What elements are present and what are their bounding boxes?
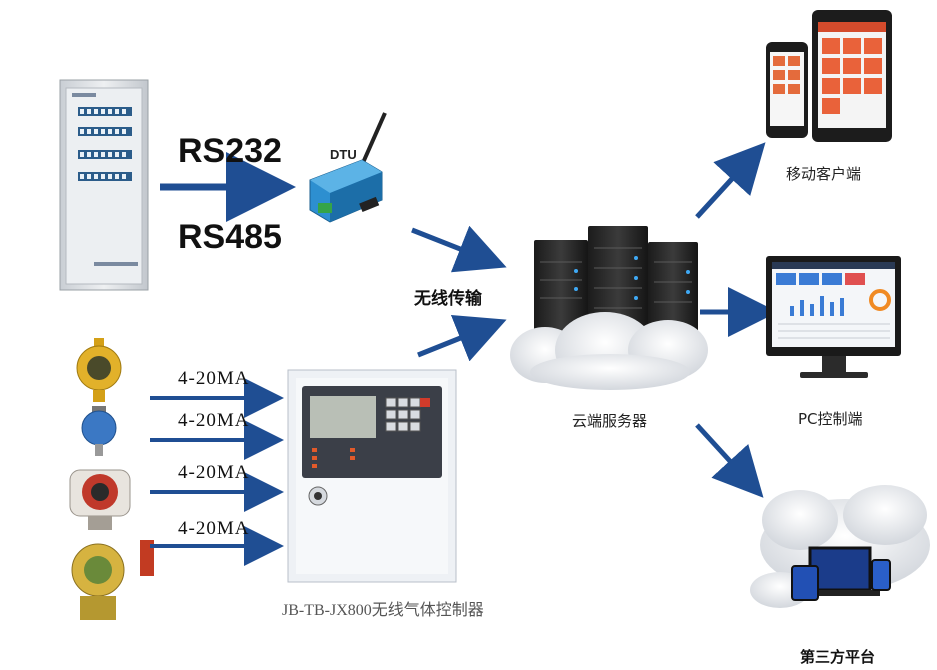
pc-client-label: PC控制端 [798,410,863,428]
third-party-label: 第三方平台 [800,648,876,666]
pc-monitor [766,256,901,378]
rs232-label: RS232 [178,132,282,170]
arrow-cloud-to-mobile [695,142,766,219]
rs485-label: RS485 [178,218,282,256]
arrow-cloud-to-third-party [695,423,764,498]
cabinet-panel [59,79,149,291]
signal-label-3: 4-20MA [178,462,250,483]
signal-label-2: 4-20MA [178,410,250,431]
arrow-controller-to-cloud [417,314,507,362]
gas-controller [287,369,457,583]
signal-label-1: 4-20MA [178,368,250,389]
cloud-server-label: 云端服务器 [572,412,648,430]
controller-caption: JB-TB-JX800无线气体控制器 [282,602,484,619]
wireless-label: 无线传输 [414,289,482,309]
cloud-server-group [510,226,708,390]
dtu-device [309,112,387,223]
signal-label-4: 4-20MA [178,518,250,539]
third-party-platform [750,485,930,608]
mobile-devices [766,10,892,142]
mobile-client-label: 移动客户端 [786,165,862,183]
arrow-dtu-to-cloud [411,225,507,273]
dtu-label: DTU [330,147,357,162]
gas-detectors [69,338,154,620]
